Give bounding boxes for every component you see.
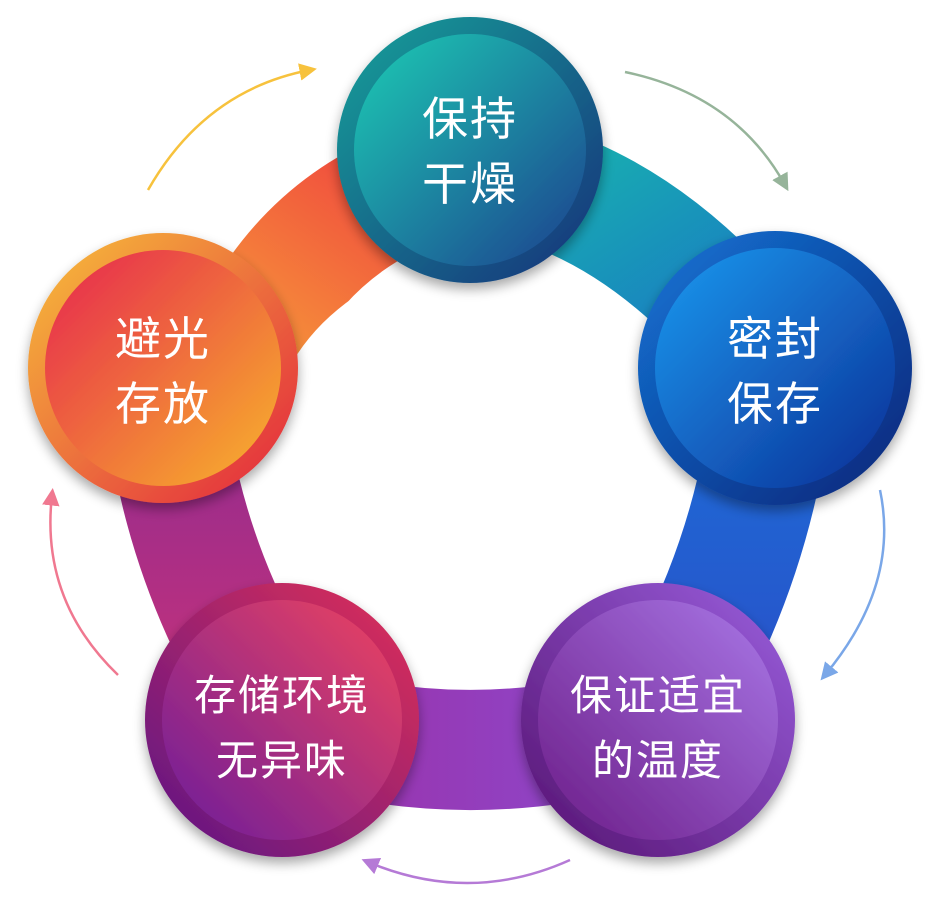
node-avoid-light-disc (45, 250, 281, 486)
arrow-light-to-keepdry (146, 63, 317, 191)
node-avoid-light: 避光 存放 (28, 233, 298, 503)
cycle-arrows (42, 63, 886, 885)
node-avoid-light-line1: 避光 (115, 312, 211, 366)
node-keep-dry-line1: 保持 (422, 92, 518, 146)
node-sealed-storage-disc (655, 248, 895, 488)
arrow-sealed-to-temp (820, 489, 886, 681)
node-sealed-storage-line1: 密封 (727, 312, 823, 366)
node-sealed-storage-line2: 保存 (727, 377, 823, 431)
arrow-odor-to-light (42, 488, 119, 676)
node-no-odor: 存储环境 无异味 (145, 583, 419, 857)
node-proper-temperature-disc (538, 600, 778, 840)
node-no-odor-disc (162, 600, 402, 840)
node-avoid-light-line2: 存放 (115, 377, 211, 431)
node-keep-dry-line2: 干燥 (422, 157, 518, 211)
node-proper-temperature-line1: 保证适宜 (570, 671, 746, 720)
center-hole (262, 262, 678, 678)
node-no-odor-line1: 存储环境 (194, 671, 370, 720)
arrow-temp-to-odor (361, 858, 571, 885)
node-keep-dry: 保持 干燥 (337, 17, 603, 283)
node-no-odor-line2: 无异味 (216, 736, 348, 785)
node-proper-temperature-line2: 的温度 (592, 736, 724, 785)
arrow-keepdry-to-sealed (624, 70, 789, 192)
node-sealed-storage: 密封 保存 (638, 231, 912, 505)
node-keep-dry-disc (354, 34, 586, 266)
node-proper-temperature: 保证适宜 的温度 (521, 583, 795, 857)
